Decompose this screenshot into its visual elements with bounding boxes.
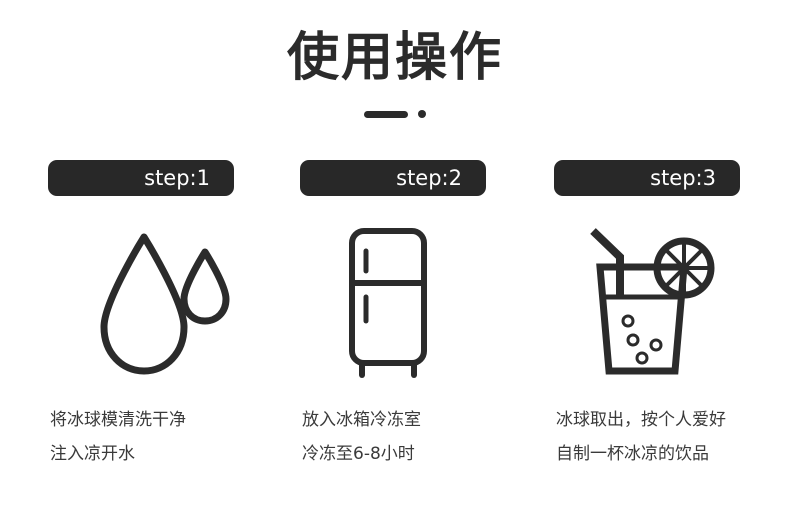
step-column-3: step:3 — [546, 155, 786, 495]
step-caption-3: 冰球取出，按个人爱好 自制一杯冰凉的饮品 — [556, 403, 788, 471]
step-caption-2: 放入冰箱冷冻室 冷冻至6-8小时 — [302, 403, 534, 471]
page-title: 使用操作 — [286, 28, 503, 88]
caption-line-3a: 冰球取出，按个人爱好 — [556, 410, 726, 430]
caption-line-1b: 注入凉开水 — [50, 444, 135, 464]
step-badge-1[interactable]: step:1 — [48, 160, 234, 196]
drink-glass-icon — [546, 223, 786, 383]
header: 使用操作 — [0, 0, 790, 140]
water-drop-icon — [40, 223, 280, 383]
step-caption-1: 将冰球模清洗干净 注入凉开水 — [50, 403, 282, 471]
divider-dot-icon — [418, 110, 426, 118]
title-divider — [0, 104, 790, 124]
step-badge-3[interactable]: step:3 — [554, 160, 740, 196]
divider-bar-icon — [364, 110, 408, 118]
caption-line-2b: 冷冻至6-8小时 — [302, 444, 415, 464]
step-column-1: step:1 将冰球模清洗干净 注入凉开水 — [40, 155, 280, 495]
caption-line-3b: 自制一杯冰凉的饮品 — [556, 444, 709, 464]
step-badge-label-1: step:1 — [144, 166, 210, 190]
step-badge-label-2: step:2 — [396, 166, 462, 190]
step-badge-label-3: step:3 — [650, 166, 716, 190]
step-badge-2[interactable]: step:2 — [300, 160, 486, 196]
step-column-2: step:2 放入冰箱冷冻室 冷冻至6-8小时 — [292, 155, 532, 495]
caption-line-2a: 放入冰箱冷冻室 — [302, 410, 421, 430]
caption-line-1a: 将冰球模清洗干净 — [50, 410, 186, 430]
refrigerator-icon — [292, 223, 532, 383]
